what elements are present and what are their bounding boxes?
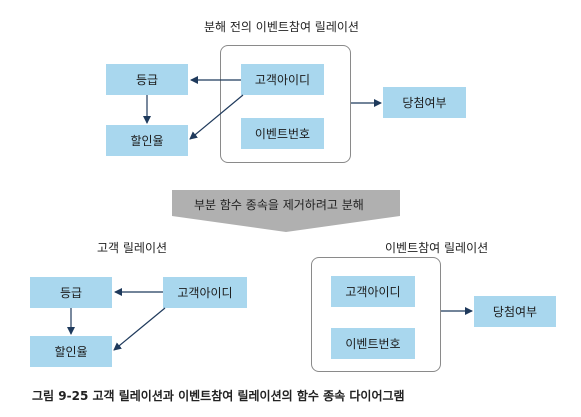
event-winner-box: 당첨여부 <box>474 296 556 327</box>
decomposition-banner-text: 부분 함수 종속을 제거하려고 분해 <box>194 198 364 212</box>
figure-caption: 그림 9-25 고객 릴레이션과 이벤트참여 릴레이션의 함수 종속 다이어그램 <box>32 389 405 403</box>
arrow-top-customer-to-discount <box>189 94 244 140</box>
event-relation-title: 이벤트참여 릴레이션 <box>385 241 489 255</box>
top-winner-box: 당첨여부 <box>383 87 466 118</box>
top-discount-box: 할인율 <box>106 125 188 156</box>
top-grade-box: 등급 <box>106 64 188 95</box>
top-relation-title: 분해 전의 이벤트참여 릴레이션 <box>204 20 359 34</box>
top-event-no-box: 이벤트번호 <box>241 118 324 149</box>
customer-grade-box: 등급 <box>30 277 112 308</box>
customer-relation-title: 고객 릴레이션 <box>97 241 168 255</box>
arrow-customer-id-to-discount <box>113 307 166 351</box>
customer-customer-id-box: 고객아이디 <box>163 277 247 308</box>
event-customer-id-box: 고객아이디 <box>331 276 415 307</box>
customer-discount-box: 할인율 <box>30 336 112 367</box>
top-customer-id-box: 고객아이디 <box>241 64 324 95</box>
event-event-no-box: 이벤트번호 <box>331 328 415 359</box>
